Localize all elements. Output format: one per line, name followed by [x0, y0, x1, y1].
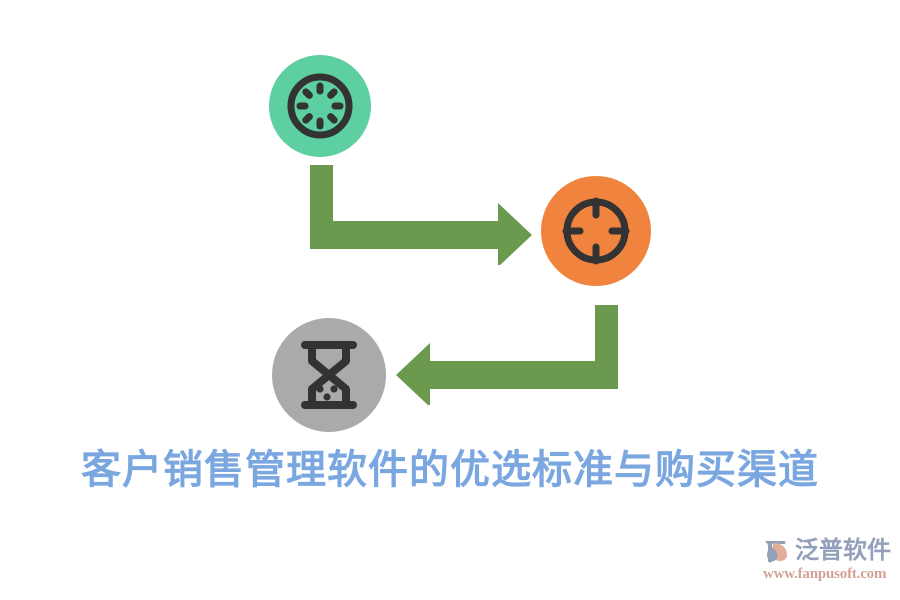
fanpu-f-logo-icon	[762, 537, 792, 565]
watermark-brand: 泛普软件	[795, 537, 891, 564]
connector-loading-to-target	[300, 165, 540, 267]
watermark: 泛普软件 www.fanpusoft.com	[762, 536, 894, 584]
loading-spinner-icon	[284, 70, 356, 142]
watermark-row: 泛普软件	[762, 536, 891, 566]
connector-target-to-hourglass	[388, 305, 628, 407]
node-loading-badge	[269, 55, 371, 157]
hourglass-icon	[293, 337, 365, 413]
page-title: 客户销售管理软件的优选标准与购买渠道	[81, 448, 819, 492]
watermark-url: www.fanpusoft.com	[763, 566, 887, 582]
crosshair-target-icon	[559, 194, 633, 268]
node-hourglass-badge	[272, 318, 386, 432]
node-target-badge	[541, 176, 651, 286]
